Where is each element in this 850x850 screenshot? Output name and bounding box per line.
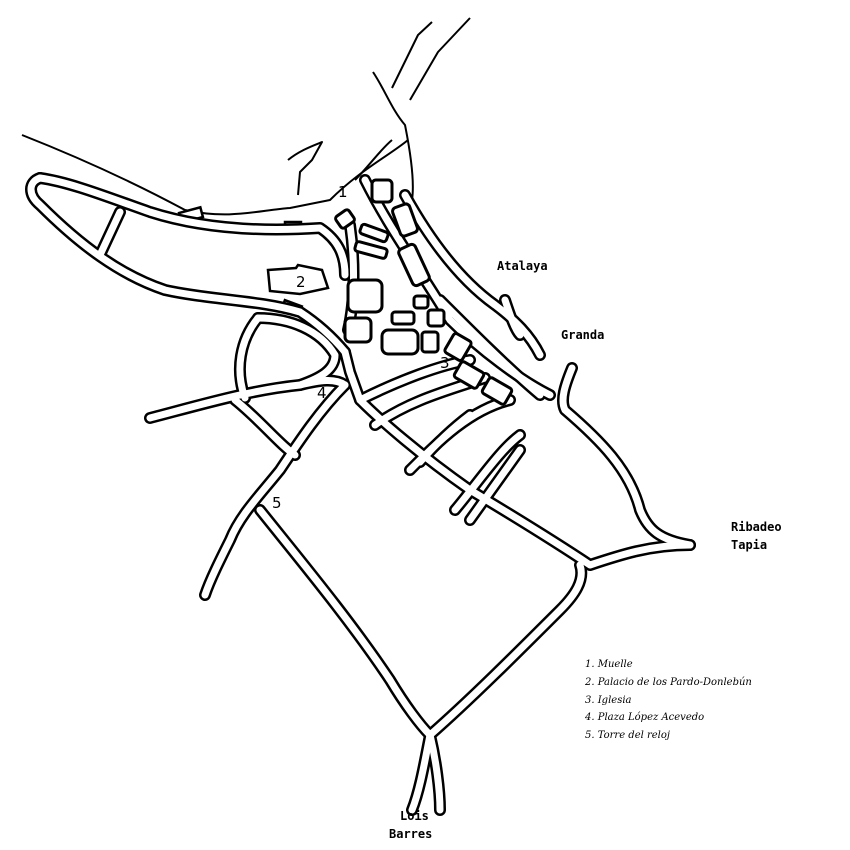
- marker-1: 1: [338, 183, 348, 201]
- legend-item-2: 2. Palacio de los Pardo-Donlebún: [584, 677, 752, 688]
- map-markers: 1 2 3 4 5: [272, 183, 450, 512]
- map-legend: 1. Muelle 2. Palacio de los Pardo-Donleb…: [584, 659, 752, 741]
- road-network: [25, 172, 696, 816]
- label-atalaya: Atalaya: [497, 259, 548, 273]
- destination-labels: Atalaya Granda Ribadeo Tapia Lois Barres: [389, 259, 782, 841]
- marker-3: 3: [440, 354, 450, 372]
- marker-5: 5: [272, 494, 282, 512]
- legend-item-5: 5. Torre del reloj: [585, 730, 670, 741]
- label-barres: Barres: [389, 827, 432, 841]
- marker-2: 2: [296, 273, 306, 291]
- label-lois: Lois: [400, 809, 429, 823]
- label-tapia: Tapia: [731, 538, 767, 552]
- label-ribadeo: Ribadeo: [731, 520, 782, 534]
- town-blocks: [334, 178, 514, 406]
- legend-item-4: 4. Plaza López Acevedo: [584, 712, 704, 723]
- label-granda: Granda: [561, 328, 604, 342]
- palacio-building: [266, 263, 330, 296]
- legend-item-3: 3. Iglesia: [585, 695, 632, 706]
- legend-item-1: 1. Muelle: [585, 659, 633, 670]
- marker-4: 4: [317, 384, 327, 402]
- coastline: [21, 17, 471, 216]
